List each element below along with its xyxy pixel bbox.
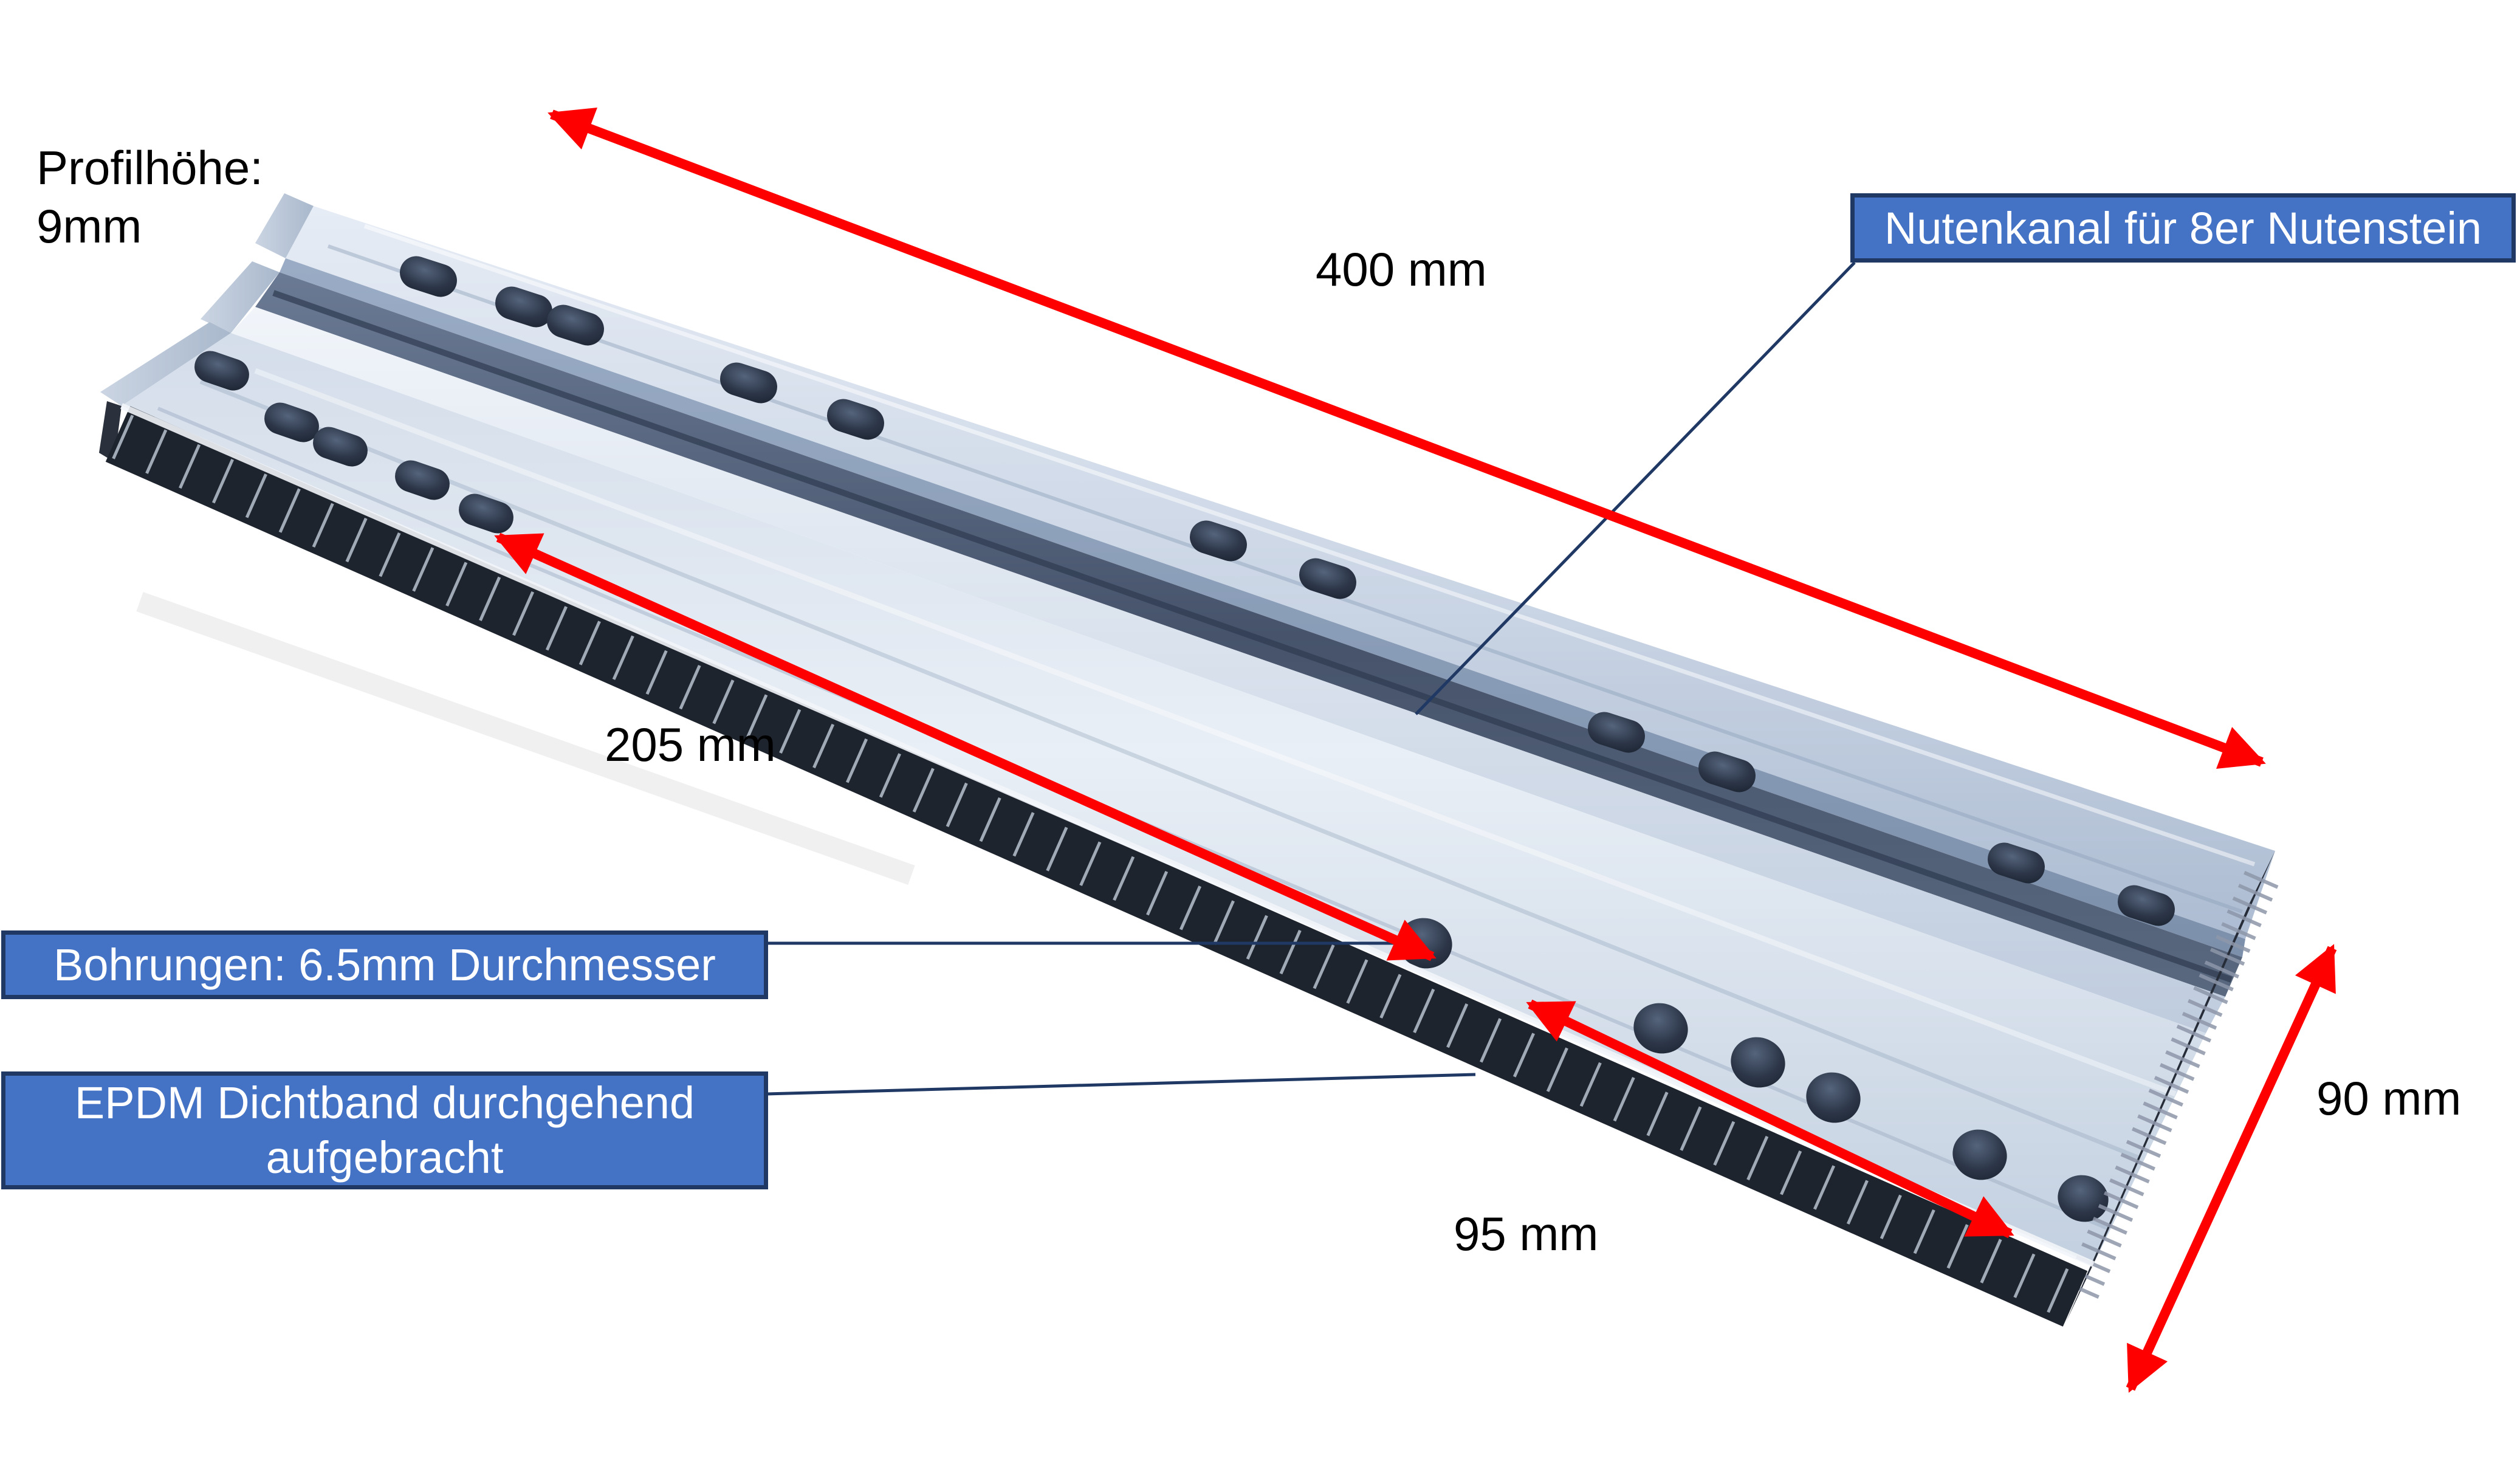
dimension-arrow-205mm	[494, 532, 1437, 961]
plate-slot-holes	[194, 351, 513, 534]
slot-hole	[400, 256, 457, 297]
epdm-leader-line	[766, 1073, 1476, 1096]
profile-height-line2: 9mm	[36, 199, 142, 253]
dimension-arrow-400mm	[548, 108, 2266, 769]
slot-hole	[1988, 842, 2045, 884]
slot-hole	[2118, 885, 2175, 926]
dim-label-90mm: 90 mm	[2316, 1071, 2462, 1125]
callout-nutenkanal: Nutenkanal für 8er Nutenstein	[1850, 193, 2516, 263]
plate-end-face	[100, 322, 231, 406]
slot-hole	[495, 286, 552, 328]
dim-label-400mm: 400 mm	[1316, 242, 1487, 296]
profile-height-label: Profilhöhe: 9mm	[36, 139, 263, 255]
channel-end-face	[201, 261, 280, 333]
flange-end-face	[255, 193, 314, 258]
slot-hole	[194, 351, 249, 391]
dim-label-205mm: 205 mm	[605, 718, 776, 771]
dim-label-95mm: 95 mm	[1454, 1207, 1599, 1260]
dimension-arrow-90mm	[2126, 944, 2337, 1393]
slot-hole	[459, 493, 513, 534]
callout-epdm: EPDM Dichtband durchgehend aufgebracht	[1, 1071, 768, 1189]
slot-hole	[264, 402, 319, 442]
callout-bohrungen: Bohrungen: 6.5mm Durchmesser	[1, 930, 768, 999]
slot-hole	[313, 427, 368, 467]
round-hole	[2058, 1175, 2109, 1222]
slot-hole	[395, 460, 450, 500]
dimension-arrow-95mm	[1526, 999, 2014, 1239]
profile-height-line1: Profilhöhe:	[36, 141, 263, 194]
